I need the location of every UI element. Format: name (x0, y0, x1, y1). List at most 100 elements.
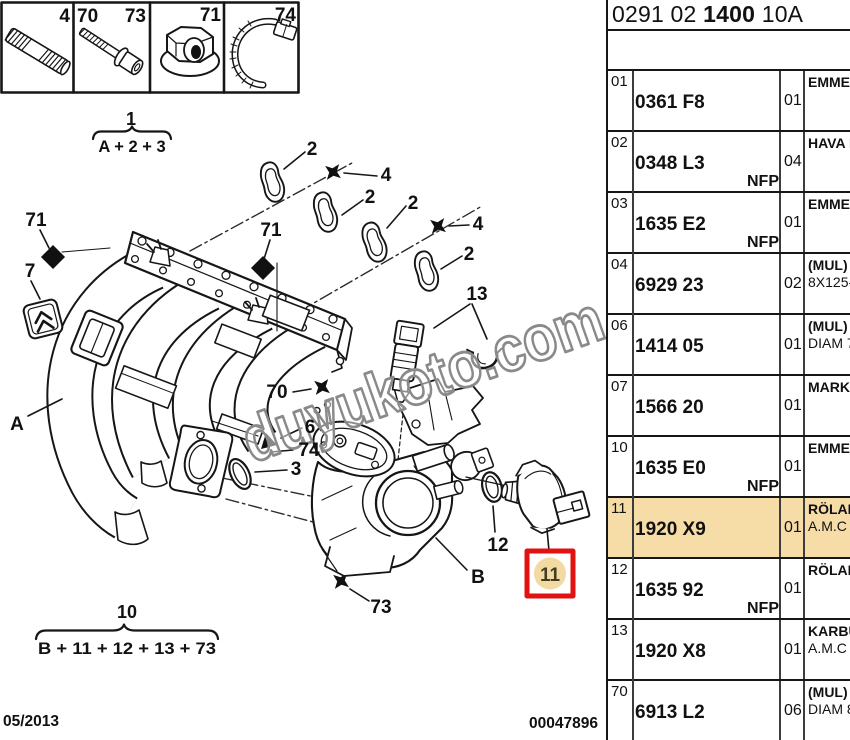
description-cell: (MUL) DIAM 8 (805, 681, 850, 740)
table-row-04[interactable]: 04 6929 23 02 (MUL) 8X125- (608, 254, 850, 315)
callout-highlight-circle (534, 557, 566, 590)
callout-71-left[interactable]: 71 (25, 210, 47, 231)
intake-manifold (46, 230, 353, 546)
description-cell: RÖLAN (805, 559, 850, 618)
group-10-number: 10 (117, 602, 137, 622)
part-number-text: 1635 92 (635, 580, 704, 601)
callout-A[interactable]: A (10, 414, 24, 435)
arrow-6 (261, 433, 277, 449)
part-number-cell: 1414 05 (631, 315, 781, 374)
description-cell: MARKA (805, 376, 850, 435)
callout-74[interactable]: 74 (298, 440, 320, 461)
description-cell: KARBÜ A.M.C - (805, 620, 850, 679)
brand-badge (22, 298, 64, 340)
footer-doc-number: 00047896 (529, 715, 598, 732)
callout-2-second[interactable]: 2 (365, 187, 376, 208)
description-line-1: RÖLAN (808, 562, 850, 578)
table-row-02[interactable]: 02 0348 L3 NFP 04 HAVA F (608, 132, 850, 193)
callout-13[interactable]: 13 (466, 284, 487, 305)
quantity-text: 01 (784, 641, 802, 658)
table-row-01[interactable]: 01 0361 F8 01 EMME (608, 71, 850, 132)
table-row-06[interactable]: 06 1414 05 01 (MUL) DIAM 7 (608, 315, 850, 376)
callout-12[interactable]: 12 (487, 535, 508, 556)
part-number-text: 1566 20 (635, 397, 704, 418)
row-number-cell: 04 (608, 254, 634, 315)
quantity-text: 06 (784, 702, 802, 719)
callout-71-right[interactable]: 71 (260, 220, 282, 241)
description-line-2: A.M.C - (808, 640, 850, 656)
part-number-cell: 1566 20 (631, 376, 781, 435)
group-1-annotation: 1 A + 2 + 3 (91, 109, 173, 156)
stud-icon (4, 27, 71, 76)
description-line-1: EMME (808, 440, 850, 456)
row-number-cell: 02 (608, 132, 634, 193)
quantity-cell: 01 (781, 71, 805, 130)
map-sensor (389, 319, 503, 461)
callout-2-third[interactable]: 2 (408, 193, 419, 214)
row-number-text: 10 (611, 439, 628, 456)
quantity-cell: 01 (781, 193, 805, 252)
fastener-labels: 4 70 73 71 74 (59, 5, 296, 27)
part-number-cell: 1635 92 NFP (631, 559, 781, 618)
table-row-07[interactable]: 07 1566 20 01 MARKA (608, 376, 850, 437)
table-row-13[interactable]: 13 1920 X8 01 KARBÜ A.M.C - (608, 620, 850, 681)
table-row-03[interactable]: 03 1635 E2 NFP 01 EMME (608, 193, 850, 254)
part-number-text: 6913 L2 (635, 702, 705, 723)
table-row-11[interactable]: 11 1920 X9 01 RÖLAN A.M.C - (608, 498, 850, 559)
callout-73[interactable]: 73 (370, 597, 391, 618)
table-row-10[interactable]: 10 1635 E0 NFP 01 EMME (608, 437, 850, 498)
row-number-text: 01 (611, 73, 628, 90)
fastener-label-4: 4 (59, 6, 70, 27)
gasket-2-second (310, 189, 341, 235)
callout-4-second[interactable]: 4 (473, 214, 484, 235)
part-number-text: 1920 X9 (635, 519, 706, 540)
callout-6[interactable]: 6 (305, 417, 316, 438)
callout-2-fourth[interactable]: 2 (464, 244, 475, 265)
description-cell: EMME (805, 193, 850, 252)
fastener-label-74: 74 (275, 5, 297, 26)
quantity-cell: 01 (781, 376, 805, 435)
callout-3[interactable]: 3 (291, 459, 302, 480)
description-line-2: A.M.C - (808, 518, 850, 534)
throttle-body (310, 378, 495, 577)
callout-7[interactable]: 7 (25, 261, 36, 282)
quantity-text: 01 (784, 458, 802, 475)
callout-70[interactable]: 70 (266, 382, 287, 403)
callout-B[interactable]: B (471, 567, 485, 588)
row-number-text: 70 (611, 683, 628, 700)
nfp-flag: NFP (747, 600, 779, 617)
row-number-cell: 13 (608, 620, 634, 681)
nfp-flag: NFP (747, 173, 779, 190)
row-number-text: 03 (611, 195, 628, 212)
description-line-1: (MUL) (808, 318, 848, 334)
selected-callout-11[interactable]: 11 (524, 548, 576, 599)
part-number-text: 0348 L3 (635, 153, 705, 174)
quantity-text: 04 (784, 153, 802, 170)
callout-11[interactable]: 11 (540, 565, 561, 586)
callout-2-first[interactable]: 2 (307, 139, 318, 160)
table-row-70[interactable]: 70 6913 L2 06 (MUL) DIAM 8 (608, 681, 850, 740)
leader-lines (27, 151, 550, 602)
bolt-icon (78, 27, 144, 76)
row-number-cell: 70 (608, 681, 634, 740)
nfp-flag: NFP (747, 478, 779, 495)
callout-4-first[interactable]: 4 (381, 165, 392, 186)
table-row-12[interactable]: 12 1635 92 NFP 01 RÖLAN (608, 559, 850, 620)
idle-valve (465, 459, 591, 534)
quantity-cell: 01 (781, 315, 805, 374)
part-number-cell: 0361 F8 (631, 71, 781, 130)
quantity-text: 01 (784, 580, 802, 597)
description-line-1: KARBÜ (808, 623, 850, 639)
row-number-cell: 10 (608, 437, 634, 498)
table-spacer (608, 31, 850, 71)
fastener-label-73: 73 (125, 6, 146, 27)
gasket-2-third (358, 219, 391, 266)
quantity-text: 01 (784, 92, 802, 109)
row-number-cell: 11 (608, 498, 634, 559)
quantity-text: 01 (784, 397, 802, 414)
o-ring-3 (228, 457, 252, 491)
description-line-1: (MUL) (808, 684, 848, 700)
description-line-2: DIAM 7 (808, 335, 850, 351)
description-cell: EMME (805, 437, 850, 496)
quantity-cell: 04 (781, 132, 805, 191)
